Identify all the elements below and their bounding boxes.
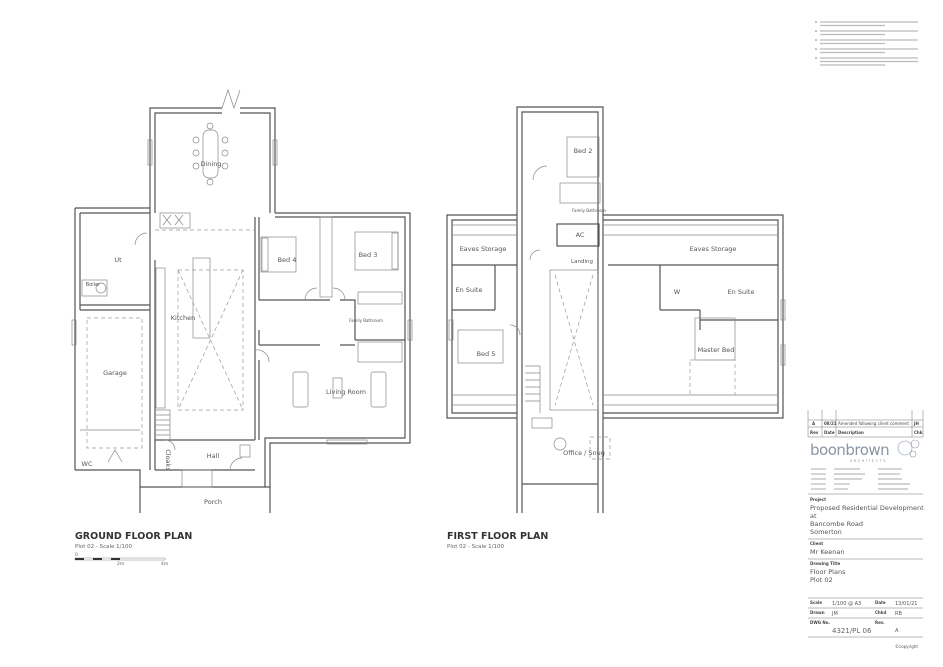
svg-text:Drawing Title: Drawing Title [810,561,841,566]
room-label-living-room: Living Room [326,388,366,396]
scale-bar: 0 2m 4m [74,552,168,567]
room-label-cloaks: Cloaks [164,449,172,471]
svg-text:DWG No.: DWG No. [810,620,831,625]
bed-icon [566,136,600,178]
drawing-number: 4321/PL 06 [832,627,872,635]
dining-table-icon [192,122,229,186]
svg-text:Project: Project [810,497,826,502]
svg-text:RB: RB [895,611,902,617]
ground-floor-room-labels: Dining Ut Boiler Kitchen Bed 4 Bed 3 Fam… [82,160,383,506]
kitchen-island [192,257,211,339]
svg-text:Date: Date [824,430,835,435]
ground-floor-title: GROUND FLOOR PLAN [75,531,192,542]
stairs-icon [525,365,541,413]
svg-text:Plot 02: Plot 02 [810,576,833,584]
svg-text:Description: Description [838,430,864,435]
svg-text:08/21: 08/21 [824,421,837,426]
room-label-family-bathroom: Family Bathroom [349,318,383,323]
client-name: Mr Keenan [810,548,845,556]
room-label-wardrobe: W [674,288,681,296]
room-label-office-snug: Office / Snug [563,449,605,457]
room-label-dining: Dining [201,160,222,168]
room-label-bed-5: Bed 5 [477,350,496,358]
room-label-boiler: Boiler [86,282,101,288]
room-label-family-bathroom: Family Bathroom [572,208,606,213]
svg-text:ARCHITECTS: ARCHITECTS [850,459,887,463]
garage-door-arrow-icon [80,429,140,463]
svg-text:Bancombe Road: Bancombe Road [810,520,863,528]
svg-text:13/01/21: 13/01/21 [895,601,917,607]
first-floor-title: FIRST FLOOR PLAN [447,531,548,542]
room-label-ac: AC [576,231,585,239]
sofa-icon [370,371,387,408]
bath-icon [357,291,403,305]
logo-circles-icon [897,439,920,458]
svg-text:at: at [810,512,817,520]
logo: boonbrown [810,441,889,459]
note-bullet [815,48,817,50]
svg-text:1/100 @ A3: 1/100 @ A3 [832,601,861,607]
first-floor-plan: Bed 2 Family Bathroom AC Landing Eaves S… [446,106,786,513]
bed-icon [260,236,297,273]
svg-text:Chk: Chk [914,430,923,435]
svg-text:JH: JH [913,421,919,426]
room-label-bed-2: Bed 2 [574,147,593,155]
svg-text:A: A [895,628,899,634]
drawing-notes [815,21,918,66]
svg-text:Proposed Residential Developme: Proposed Residential Development [810,504,924,512]
note-bullet [815,57,817,59]
svg-text:Floor Plans: Floor Plans [810,568,846,576]
room-label-bed-3: Bed 3 [359,251,378,259]
first-floor-room-labels: Bed 2 Family Bathroom AC Landing Eaves S… [456,147,755,457]
svg-text:2m: 2m [117,561,124,567]
wardrobe [319,216,333,298]
svg-text:JM: JM [831,611,838,617]
room-label-garage: Garage [103,369,127,377]
svg-text:Chkd: Chkd [875,610,886,615]
svg-text:A: A [812,421,816,426]
room-label-eaves-storage-left: Eaves Storage [460,245,507,253]
svg-text:4m: 4m [161,561,168,567]
room-label-kitchen: Kitchen [171,314,195,322]
svg-text:Rev.: Rev. [875,620,885,625]
room-label-eaves-storage-right: Eaves Storage [690,245,737,253]
ground-floor-subtitle: Plot 02 - Scale 1/100 [75,544,132,550]
bifold-door-icon [221,88,241,110]
svg-text:Drawn: Drawn [810,610,825,615]
note-bullet [815,39,817,41]
room-label-bed-4: Bed 4 [278,256,297,264]
note-bullet [815,21,817,23]
room-label-master-bed: Master Bed [698,346,735,354]
sofa-icon [292,371,309,408]
svg-text:0: 0 [75,552,78,558]
svg-text:Amended following client comme: Amended following client comment [838,421,909,426]
svg-text:Date: Date [875,600,886,605]
note-bullet [815,30,817,32]
svg-text:©copyright: ©copyright [895,644,918,649]
ground-floor-plan: Dining Ut Boiler Kitchen Bed 4 Bed 3 Fam… [71,88,413,513]
room-label-hall: Hall [207,452,220,460]
bed-icon [457,329,504,364]
stairs-icon [156,409,171,440]
room-label-utility: Ut [114,256,122,264]
room-label-en-suite-left: En Suite [456,286,483,294]
room-label-en-suite-right: En Suite [728,288,755,296]
svg-text:Client: Client [810,541,823,546]
room-label-porch: Porch [204,498,222,506]
svg-text:Somerton: Somerton [810,528,842,536]
first-floor-subtitle: Plot 02 - Scale 1/100 [447,544,504,550]
room-label-wc: WC [82,460,93,468]
title-block: A 08/21 Amended following client comment… [807,410,924,649]
svg-text:Scale: Scale [810,600,822,605]
svg-text:Rev: Rev [810,430,819,435]
room-label-landing: Landing [571,259,593,265]
